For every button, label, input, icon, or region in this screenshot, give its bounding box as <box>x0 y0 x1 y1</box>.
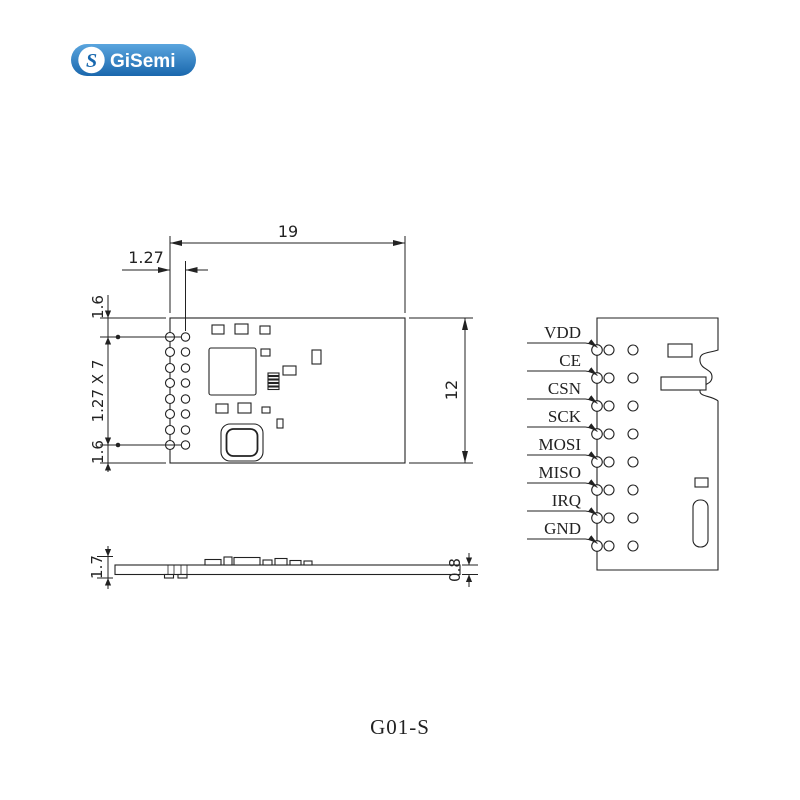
pin-label: IRQ <box>552 491 581 510</box>
pin-label-row: GND <box>527 519 598 544</box>
dimension-height: 12 <box>409 317 473 464</box>
pin-label: CSN <box>548 379 581 398</box>
dimension-side-total: 1.7 <box>88 546 113 589</box>
pin-label: GND <box>544 519 581 538</box>
dimension-width: 19 <box>169 222 406 313</box>
pin-label-row: MISO <box>527 463 598 488</box>
dim-pitch-label: 1.27 X 7 <box>89 360 107 423</box>
pin-label-row: SCK <box>527 407 598 432</box>
pin-leader-arrow <box>585 423 598 432</box>
pin-leader-arrow <box>585 395 598 404</box>
dimension-left-stack: 1.6 1.27 X 7 1.6 <box>89 295 181 472</box>
side-components <box>204 556 313 566</box>
logo-pill <box>71 44 196 76</box>
model-caption: G01-S <box>370 715 430 739</box>
pin-label: VDD <box>544 323 581 342</box>
dim-width-label: 19 <box>278 222 298 241</box>
pin-label-row: CSN <box>527 379 598 404</box>
brand-s-icon <box>78 46 105 74</box>
dim-margin-top-label: 1.6 <box>89 295 107 319</box>
pin-leader-arrow <box>585 451 598 460</box>
pinout-diagram: VDD CE CSN SCK MOSI MISO <box>527 317 719 571</box>
pin-label: MISO <box>538 463 581 482</box>
pin-holes <box>180 332 191 450</box>
pin-label-row: VDD <box>527 323 598 348</box>
smd-components <box>208 323 322 462</box>
dim-height-label: 12 <box>442 380 461 400</box>
dimension-side-pcb: 0.8 <box>446 553 478 587</box>
pin-leader-arrow <box>585 507 598 516</box>
dimension-pin-offset: 1.27 <box>122 248 208 331</box>
pin-leader-arrow <box>585 479 598 488</box>
brand-s-letter: S <box>86 50 97 72</box>
top-view-module <box>164 317 406 464</box>
dim-side-pcb-label: 0.8 <box>446 558 464 582</box>
main-ic <box>208 347 257 396</box>
pin-label-row: IRQ <box>527 491 598 516</box>
pin-leader-arrow <box>585 535 598 544</box>
crystal-can <box>220 423 264 462</box>
dim-margin-bottom-label: 1.6 <box>89 440 107 464</box>
pin-label-row: MOSI <box>527 435 598 460</box>
pin-label-row: CE <box>527 351 598 376</box>
pin-label: CE <box>559 351 581 370</box>
pinout-components <box>660 343 709 548</box>
brand-logo: S GiSemi <box>71 44 196 76</box>
brand-name: GiSemi <box>110 51 175 72</box>
pin-leader-arrow <box>585 367 598 376</box>
pin-label: SCK <box>548 407 582 426</box>
dim-pin-offset-label: 1.27 <box>128 248 164 267</box>
pin-label: MOSI <box>538 435 581 454</box>
side-view-module <box>114 556 461 579</box>
dim-side-total-label: 1.7 <box>88 555 106 579</box>
pin-leader-arrow <box>585 339 598 348</box>
pinout-holes <box>603 344 639 552</box>
